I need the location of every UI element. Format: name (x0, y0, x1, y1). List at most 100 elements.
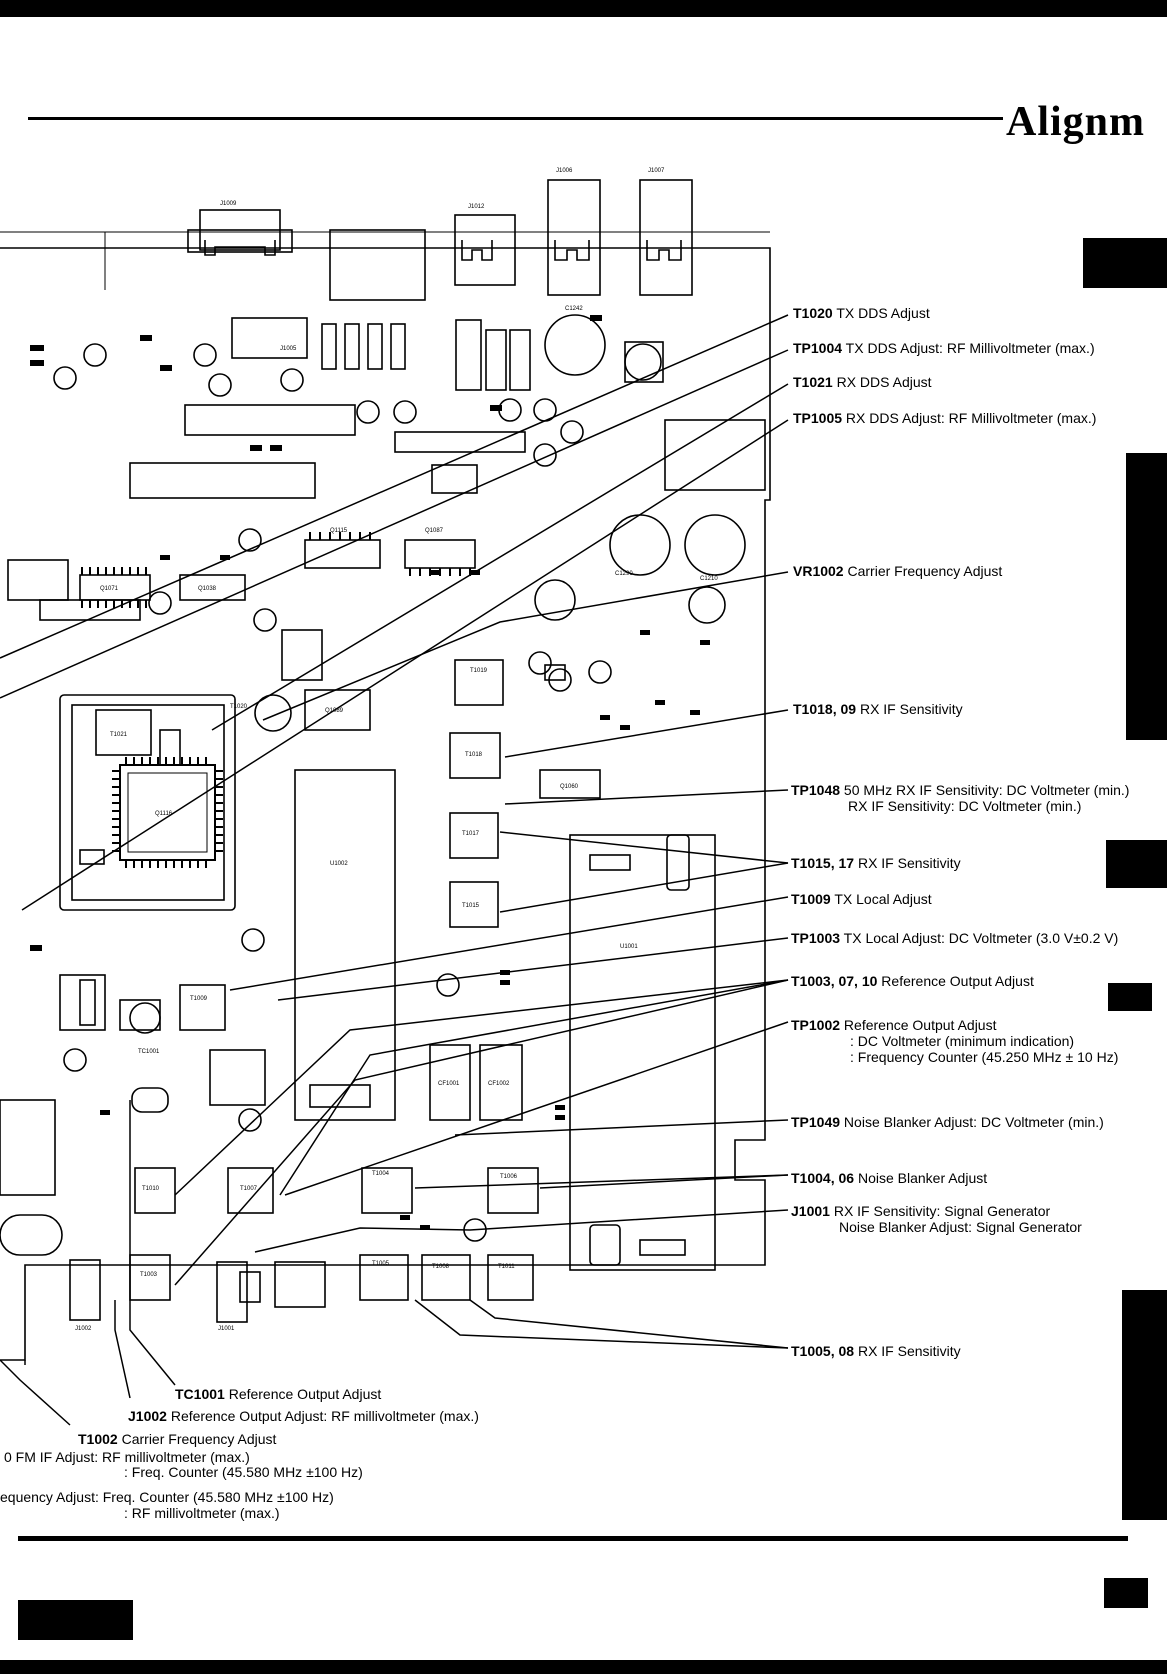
callout-t1002: T1002 Carrier Frequency Adjust (78, 1431, 277, 1447)
board-outline (0, 247, 771, 1361)
transformer-t1021 (95, 709, 152, 756)
transformer-t1005 (359, 1254, 409, 1301)
callout-tp1002: TP1002 Reference Output Adjust (791, 1017, 997, 1033)
label-t1008: T1008 (432, 1264, 450, 1270)
label-j1006: J1006 (556, 168, 573, 174)
footer-tab (18, 1600, 133, 1640)
callout-tp1048: TP1048 50 MHz RX IF Sensitivity: DC Volt… (791, 782, 1130, 798)
connector-j1012 (329, 229, 426, 301)
ic-q1038 (179, 574, 246, 601)
connector-j1007 (639, 179, 693, 296)
edge-tab (1108, 983, 1152, 1011)
connector-j1002 (69, 1259, 101, 1321)
label-j1001: J1001 (218, 1326, 235, 1332)
callout-tp1002-line2: : DC Voltmeter (minimum indication) (850, 1033, 1075, 1049)
label-t1011: T1011 (498, 1264, 515, 1270)
callout-tp1005: TP1005 RX DDS Adjust: RF Millivoltmeter … (793, 410, 1097, 426)
label-j1002: J1002 (75, 1326, 92, 1332)
callout-tp1004: TP1004 TX DDS Adjust: RF Millivoltmeter … (793, 340, 1095, 356)
label-tc1001: TC1001 (138, 1049, 160, 1055)
bottom-border-bar (0, 1660, 1167, 1674)
edge-tab (1122, 1290, 1167, 1520)
callout-t1003: T1003, 07, 10 Reference Output Adjust (791, 973, 1034, 989)
label-u1002: U1002 (330, 861, 348, 867)
callout-fm-if: 0 FM IF Adjust: RF millivoltmeter (max.) (4, 1449, 250, 1465)
label-t1017: T1017 (462, 831, 480, 837)
callout-j1001: J1001 RX IF Sensitivity: Signal Generato… (791, 1203, 1051, 1219)
filter-cf1001 (429, 1044, 471, 1121)
callout-vr1002: VR1002 Carrier Frequency Adjust (793, 563, 1003, 579)
edge-tab (1126, 453, 1167, 740)
connector-j1001 (216, 1261, 248, 1323)
callout-j1002: J1002 Reference Output Adjust: RF milliv… (128, 1408, 479, 1424)
header-rule (28, 117, 1003, 120)
label-t1020: T1020 (230, 704, 248, 710)
transformer-t1008 (421, 1254, 471, 1301)
transformer-t1004 (361, 1167, 413, 1214)
ic-q1115 (304, 539, 381, 569)
ic-q1060 (539, 769, 601, 799)
label-t1018: T1018 (465, 752, 483, 758)
ic-q1087 (404, 539, 476, 569)
label-j1005: J1005 (280, 346, 297, 352)
callout-t1015: T1015, 17 RX IF Sensitivity (791, 855, 961, 871)
label-c1290: C1290 (615, 571, 633, 577)
dds-shield-outer (59, 694, 236, 911)
transformer-t1019 (454, 659, 504, 706)
module-u1002 (294, 769, 396, 1121)
callout-freq-adjust-line2: : RF millivoltmeter (max.) (124, 1505, 280, 1521)
callout-t1009: T1009 TX Local Adjust (791, 891, 932, 907)
label-cf1002: CF1002 (488, 1081, 510, 1087)
label-q1060: Q1060 (560, 784, 579, 790)
label-q1038: Q1038 (198, 586, 217, 592)
callout-fm-if-line2: : Freq. Counter (45.580 MHz ±100 Hz) (124, 1464, 363, 1480)
capacitor-c1242 (544, 314, 606, 376)
transformer-t1010 (134, 1167, 176, 1214)
transformer-t1015 (449, 881, 499, 928)
callout-freq-adjust: equency Adjust: Freq. Counter (45.580 MH… (0, 1489, 334, 1505)
callout-t1004: T1004, 06 Noise Blanker Adjust (791, 1170, 988, 1186)
label-cf1001: CF1001 (438, 1081, 460, 1087)
label-t1006: T1006 (500, 1174, 518, 1180)
label-t1015: T1015 (462, 903, 480, 909)
transformer-t1007 (227, 1167, 274, 1214)
callout-tp1003: TP1003 TX Local Adjust: DC Voltmeter (3.… (791, 930, 1119, 946)
label-t1007: T1007 (240, 1186, 258, 1192)
label-u1001: U1001 (620, 944, 638, 950)
edge-tab (1083, 238, 1167, 288)
transformer-t1017 (449, 812, 499, 859)
edge-tab (1106, 840, 1167, 888)
label-t1019: T1019 (470, 668, 488, 674)
callout-j1001-line2: Noise Blanker Adjust: Signal Generator (839, 1219, 1082, 1235)
label-t1003: T1003 (140, 1272, 158, 1278)
label-j1009: J1009 (220, 201, 237, 207)
callout-tc1001: TC1001 Reference Output Adjust (175, 1386, 382, 1402)
connector-j1006 (547, 179, 601, 296)
label-t1009: T1009 (190, 996, 208, 1002)
callout-tp1049: TP1049 Noise Blanker Adjust: DC Voltmete… (791, 1114, 1104, 1130)
callout-t1021: T1021 RX DDS Adjust (793, 374, 932, 390)
label-q1087: Q1087 (425, 528, 444, 534)
transformer-t1018 (449, 732, 501, 779)
label-q1071: Q1071 (100, 586, 119, 592)
label-t1021: T1021 (110, 732, 128, 738)
label-j1012: J1012 (468, 204, 485, 210)
label-t1010: T1010 (142, 1186, 160, 1192)
transformer-t1009 (179, 984, 226, 1031)
page-title: Alignm (1006, 99, 1146, 145)
label-j1007: J1007 (648, 168, 665, 174)
callout-t1005: T1005, 08 RX IF Sensitivity (791, 1343, 961, 1359)
top-border-bar (0, 0, 1167, 17)
module-u1001 (569, 834, 716, 1271)
label-t1005: T1005 (372, 1261, 390, 1267)
transformer-t1006 (487, 1167, 539, 1214)
transformer-t1011 (487, 1254, 534, 1301)
label-c1210: C1210 (700, 576, 718, 582)
callout-t1018: T1018, 09 RX IF Sensitivity (793, 701, 963, 717)
footer-rule (18, 1536, 1128, 1541)
edge-tab (1104, 1578, 1148, 1608)
label-c1242: C1242 (565, 306, 583, 312)
callout-t1020: T1020 TX DDS Adjust (793, 305, 930, 321)
label-q1116: Q1116 (155, 811, 173, 817)
